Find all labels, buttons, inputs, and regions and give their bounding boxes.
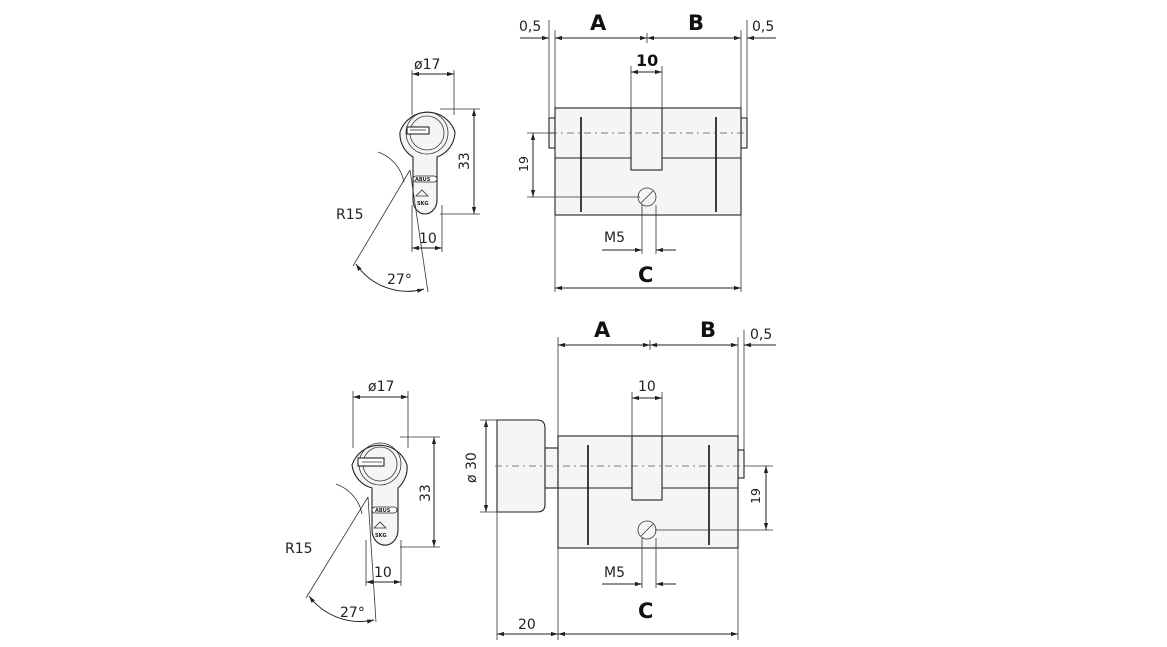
top-front-diameter-label: ø17 xyxy=(414,57,440,73)
bottom-total-label: C xyxy=(638,599,653,623)
logo-cert-top: SKG xyxy=(417,201,429,207)
bottom-front-radius-label: R15 xyxy=(285,541,313,557)
logo-brand-bottom: ABUS xyxy=(375,508,391,514)
bottom-knob-diameter-label: ø 30 xyxy=(464,452,480,483)
top-total-label: C xyxy=(638,263,653,287)
top-front-radius-label: R15 xyxy=(336,207,364,223)
top-front-angle-label: 27° xyxy=(387,272,412,288)
bottom-front-angle-label: 27° xyxy=(340,605,365,621)
top-front-height-label: 33 xyxy=(457,152,473,170)
bottom-front-width-label: 10 xyxy=(374,565,392,581)
bottom-right-offset-label: 0,5 xyxy=(750,327,772,343)
top-front-view: ABUS SKG ø17 33 10 R15 27° xyxy=(336,57,480,293)
bottom-screw-label: M5 xyxy=(604,565,625,581)
top-b-label: B xyxy=(688,11,704,35)
top-left-offset-label: 0,5 xyxy=(519,19,541,35)
top-center-label: 19 xyxy=(516,156,531,172)
logo-brand-top: ABUS xyxy=(415,177,431,183)
bottom-a-label: A xyxy=(594,318,611,342)
bottom-knob-length-label: 20 xyxy=(518,617,536,633)
top-side-view: 0,5 A B 0,5 10 19 M5 C xyxy=(516,11,776,292)
bottom-center-label: 19 xyxy=(748,488,763,504)
top-right-offset-label: 0,5 xyxy=(752,19,774,35)
top-front-width-label: 10 xyxy=(419,231,437,247)
bottom-front-diameter-label: ø17 xyxy=(368,379,394,395)
top-a-label: A xyxy=(590,11,607,35)
top-cam-label: 10 xyxy=(636,51,658,70)
bottom-front-height-label: 33 xyxy=(418,484,434,502)
bottom-b-label: B xyxy=(700,318,716,342)
logo-cert-bottom: SKG xyxy=(375,533,387,539)
bottom-front-view: ABUS SKG ø17 33 10 R15 27° xyxy=(285,379,440,624)
bottom-cam-label: 10 xyxy=(638,379,656,395)
bottom-side-view: A B 0,5 10 ø 30 19 M5 20 C xyxy=(464,318,776,640)
top-screw-label: M5 xyxy=(604,230,625,246)
